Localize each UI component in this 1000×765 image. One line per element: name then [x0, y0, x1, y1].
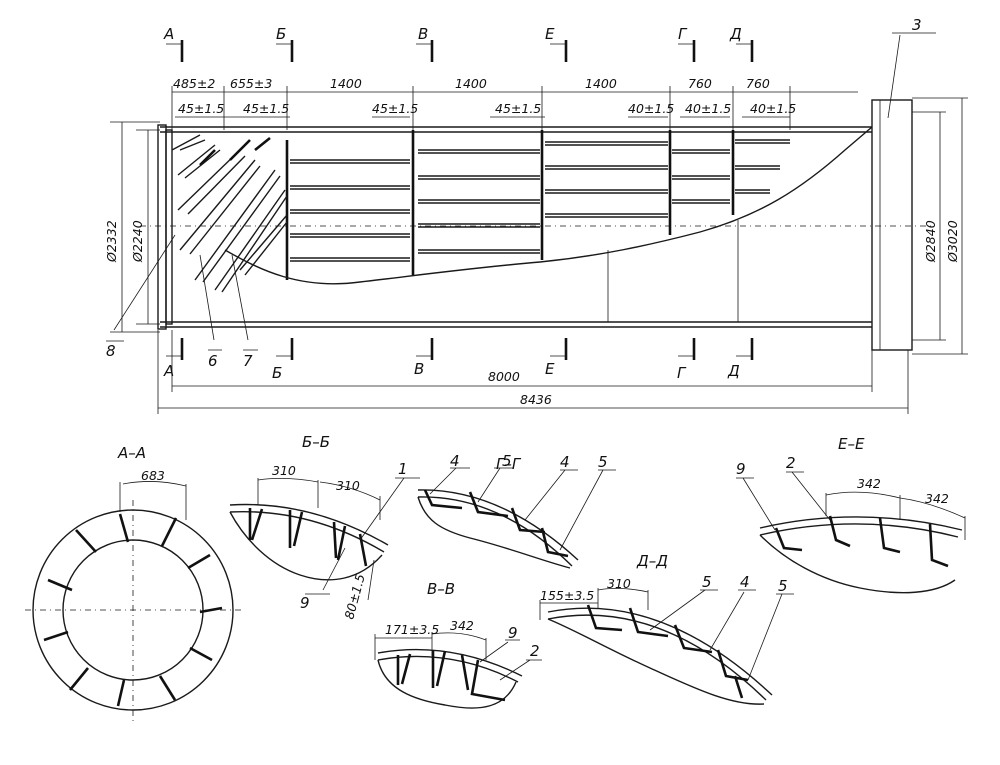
callout-4-dd: 4 — [740, 573, 750, 591]
dim-ee-342-a: 342 — [857, 476, 881, 491]
callout-9-vv: 9 — [508, 624, 518, 642]
callout-5-gg-a: 5 — [502, 452, 512, 470]
section-aa: А–А 683 — [25, 444, 242, 722]
left-diameter-dims: Ø2332 Ø2240 — [104, 121, 160, 333]
dim-1400-a: 1400 — [330, 76, 362, 91]
callout-1: 1 — [398, 460, 408, 478]
dim-40-c: 40±1.5 — [750, 101, 796, 116]
callout-5-gg-b: 5 — [598, 453, 608, 471]
dim-8436: 8436 — [520, 392, 552, 407]
callout-4-gg-a: 4 — [450, 452, 460, 470]
title-dd: Д–Д — [636, 552, 668, 570]
dim-dd-310: 310 — [607, 576, 631, 591]
dim-d2240: Ø2240 — [130, 220, 145, 263]
title-ee: Е–Е — [838, 435, 865, 453]
dim-45-a: 45±1.5 — [178, 101, 224, 116]
section-label-bottom-g: Г — [677, 364, 687, 382]
inlet-blades — [171, 134, 288, 293]
dim-45-b: 45±1.5 — [243, 101, 289, 116]
section-label-bottom-d: Д — [727, 362, 740, 380]
length-dims: 8000 8436 — [157, 330, 909, 414]
dim-bb-310-a: 310 — [272, 463, 296, 478]
section-label-bottom-a: А — [163, 362, 174, 380]
callout-2-ee: 2 — [786, 454, 796, 472]
dim-bb-310-b: 310 — [336, 478, 360, 493]
title-aa: А–А — [117, 444, 146, 462]
section-label-top-d: Д — [729, 25, 742, 43]
dim-ee-342-b: 342 — [925, 491, 949, 506]
section-ee: Е–Е 342 342 9 2 — [736, 435, 966, 594]
callout-5-dd-a: 5 — [702, 573, 712, 591]
section-dd: Д–Д 155±3.5 310 5 4 5 — [539, 552, 794, 705]
section-vv: В–В 171±3.5 342 9 2 — [374, 580, 542, 709]
section-label-top-g: Г — [678, 25, 688, 43]
callout-8: 8 — [106, 342, 116, 360]
section-label-bottom-b: Б — [272, 364, 282, 382]
dim-bb-80: 80±1.5 — [341, 572, 367, 621]
callout-9-bb: 9 — [300, 594, 310, 612]
section-label-top-v: В — [418, 25, 428, 43]
callout-5-dd-b: 5 — [778, 577, 788, 595]
title-vv: В–В — [427, 580, 455, 598]
dim-aa-683: 683 — [141, 468, 165, 483]
section-label-bottom-e: Е — [545, 360, 555, 378]
dim-1400-c: 1400 — [585, 76, 617, 91]
title-bb: Б–Б — [302, 433, 330, 451]
dim-d3020: Ø3020 — [945, 220, 960, 263]
main-view: А Б В Е Г Д А Б В Е Г Д 485±2 655±3 1400… — [104, 16, 968, 414]
dim-d2840: Ø2840 — [923, 220, 938, 263]
section-label-top-b: Б — [276, 25, 286, 43]
dim-655: 655±3 — [230, 76, 272, 91]
dim-8000: 8000 — [488, 369, 520, 384]
callout-6: 6 — [208, 352, 218, 370]
section-label-top-e: Е — [545, 25, 555, 43]
callout-7: 7 — [243, 352, 253, 370]
callout-4-gg-b: 4 — [560, 453, 570, 471]
section-marks-top: А Б В Е Г Д — [163, 25, 754, 62]
dim-760-a: 760 — [688, 76, 712, 91]
dim-vv-171: 171±3.5 — [385, 622, 439, 637]
main-callouts: 3 8 6 7 — [106, 16, 936, 370]
dim-1400-b: 1400 — [455, 76, 487, 91]
dim-45-c: 45±1.5 — [372, 101, 418, 116]
section-marks-bottom: А Б В Е Г Д — [163, 338, 754, 382]
dim-45-d: 45±1.5 — [495, 101, 541, 116]
section-bb: Б–Б 310 310 80±1.5 1 9 — [229, 433, 420, 621]
callout-3: 3 — [912, 16, 922, 34]
title-gg: Г–Г — [496, 455, 522, 473]
right-diameter-dims: Ø2840 Ø3020 — [912, 97, 968, 355]
callout-2-vv: 2 — [530, 642, 540, 660]
section-gg: Г–Г 4 5 4 5 — [417, 452, 616, 569]
top-dimensions: 485±2 655±3 1400 1400 1400 760 760 45±1.… — [171, 76, 858, 130]
dim-d2332: Ø2332 — [104, 220, 119, 263]
section-label-bottom-v: В — [414, 360, 424, 378]
dim-dd-155: 155±3.5 — [540, 588, 594, 603]
dim-40-b: 40±1.5 — [685, 101, 731, 116]
dim-vv-342: 342 — [450, 618, 474, 633]
dim-760-b: 760 — [746, 76, 770, 91]
callout-9-ee: 9 — [736, 460, 746, 478]
ribs — [285, 130, 790, 322]
dim-40-a: 40±1.5 — [628, 101, 674, 116]
dim-485: 485±2 — [173, 76, 215, 91]
section-label-top-a: А — [163, 25, 174, 43]
